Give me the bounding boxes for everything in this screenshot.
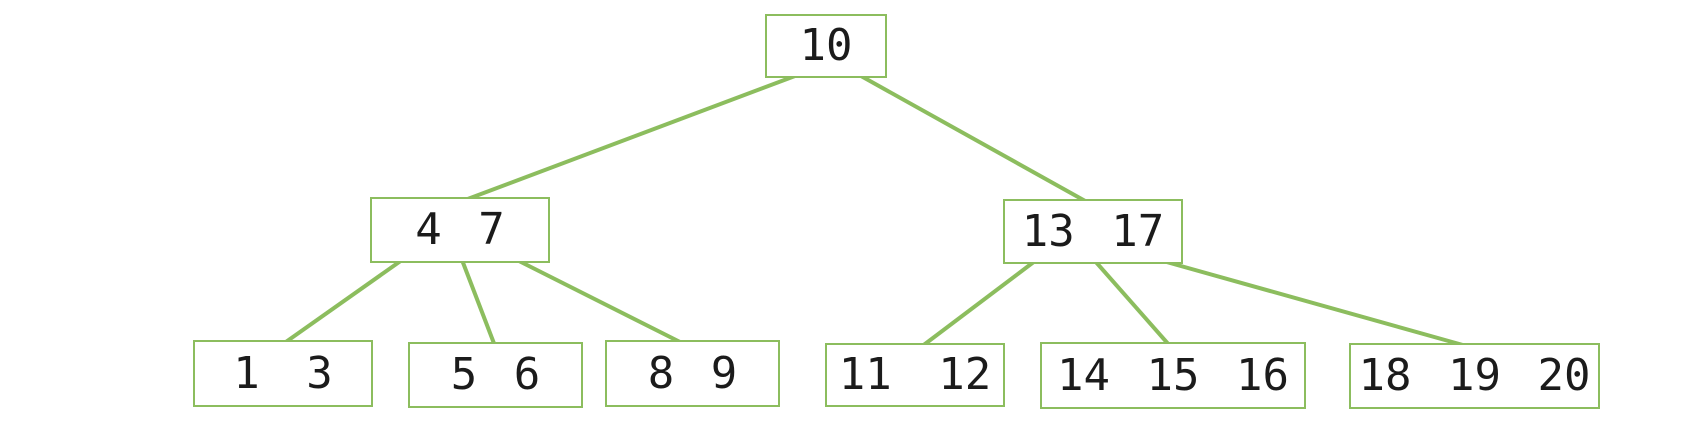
tree-node-10-label: 10 <box>799 20 853 71</box>
edge-13-17-to-14-15-16 <box>1093 259 1172 348</box>
edge-13-17-to-11-12 <box>919 259 1037 349</box>
edge-4-7-to-5-6 <box>460 259 497 347</box>
tree-node-18-19-20-label: 18 19 20 <box>1358 350 1591 401</box>
tree-node-11-12-label: 11 12 <box>838 349 992 400</box>
tree-node-13-17-label: 13 17 <box>1021 205 1165 257</box>
tree-node-1-3-label: 1 3 <box>233 347 333 399</box>
tree-node-4-7: 4 7 <box>370 197 550 263</box>
tree-node-14-15-16: 14 15 16 <box>1040 342 1306 409</box>
edge-root-to-4-7 <box>464 74 796 202</box>
tree-node-13-17: 13 17 <box>1003 199 1183 264</box>
edge-4-7-to-1-3 <box>281 258 404 346</box>
edge-root-to-13-17 <box>860 74 1088 204</box>
tree-node-14-15-16-label: 14 15 16 <box>1057 349 1289 401</box>
tree-node-1-3: 1 3 <box>193 340 373 407</box>
tree-node-5-6-label: 5 6 <box>450 349 541 400</box>
tree-node-10: 10 <box>765 14 887 78</box>
tree-node-11-12: 11 12 <box>825 343 1005 407</box>
tree-node-4-7-label: 4 7 <box>415 204 505 255</box>
tree-node-8-9: 8 9 <box>605 340 780 407</box>
tree-node-5-6: 5 6 <box>408 342 583 408</box>
edge-4-7-to-8-9 <box>516 258 685 346</box>
edge-13-17-to-18-19-20 <box>1162 259 1471 349</box>
tree-node-18-19-20: 18 19 20 <box>1349 343 1600 409</box>
tree-node-8-9-label: 8 9 <box>647 347 738 399</box>
